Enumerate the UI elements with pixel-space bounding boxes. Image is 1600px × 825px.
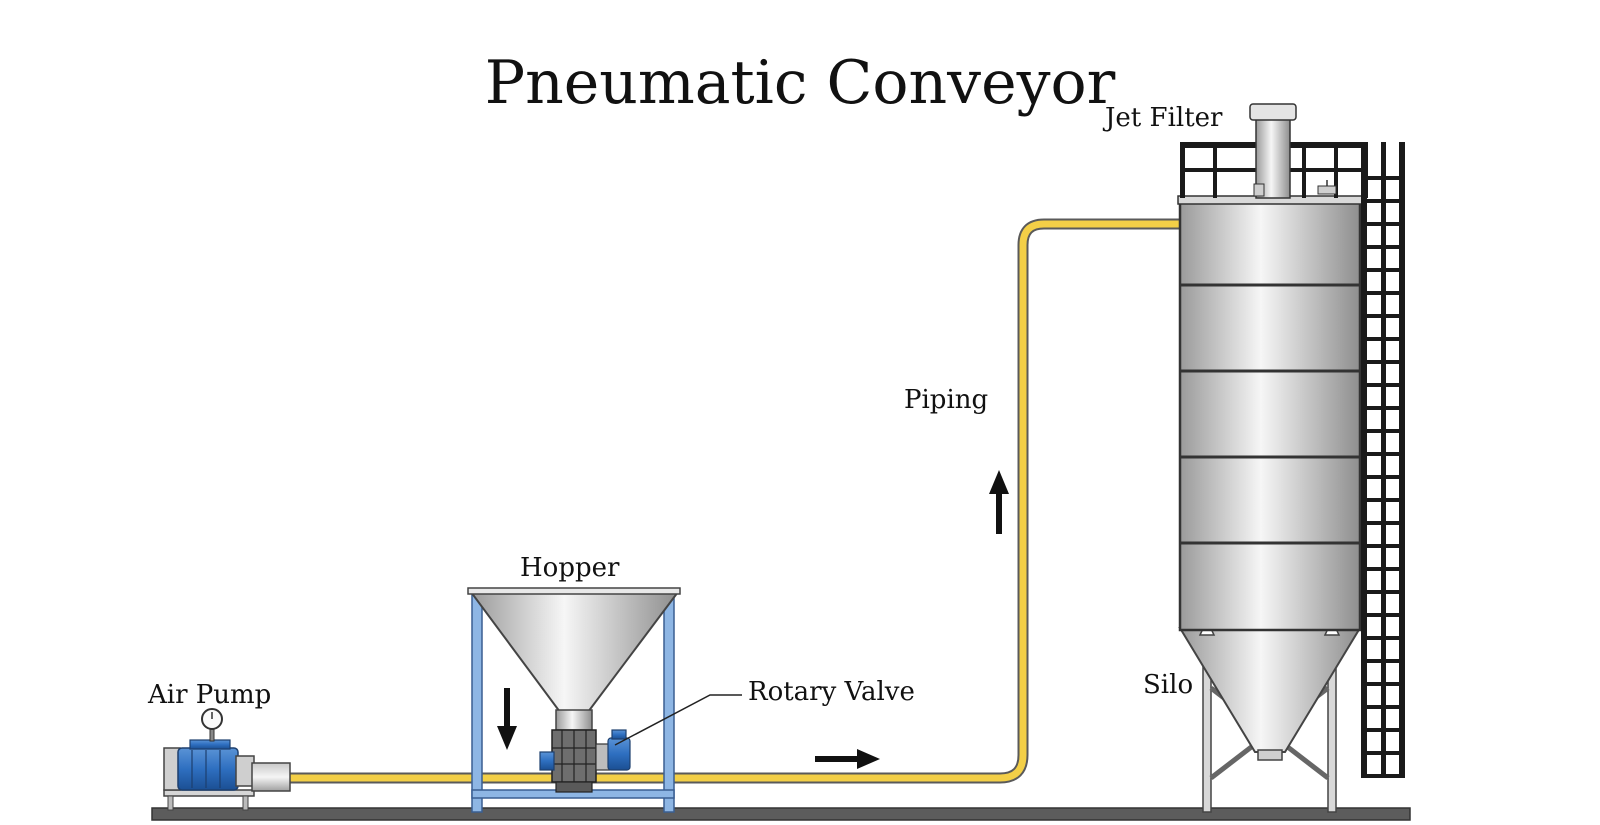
- ladder-rung: [1361, 521, 1405, 525]
- ladder-rung: [1361, 222, 1405, 226]
- ground-base: [151, 807, 1411, 821]
- ladder-rung: [1361, 429, 1405, 433]
- ladder-rung: [1361, 705, 1405, 709]
- ladder-rung: [1361, 751, 1405, 755]
- label-rotary-valve: Rotary Valve: [748, 677, 915, 707]
- ladder-rung: [1361, 383, 1405, 387]
- rotary-valve-leader-line: [614, 694, 742, 746]
- silo: [1177, 103, 1368, 813]
- ladder-rung: [1361, 728, 1405, 732]
- ladder-rung: [1361, 475, 1405, 479]
- ladder-rung: [1361, 291, 1405, 295]
- ladder-rung: [1361, 590, 1405, 594]
- ladder-rung: [1361, 636, 1405, 640]
- label-air-pump: Air Pump: [147, 680, 271, 710]
- diagram-title: Pneumatic Conveyor: [485, 48, 1116, 118]
- ladder-rung: [1361, 682, 1405, 686]
- ladder-rung: [1361, 774, 1405, 778]
- ladder-rung: [1361, 176, 1405, 180]
- ladder-rung: [1361, 406, 1405, 410]
- ladder-rung: [1361, 452, 1405, 456]
- ladder-rung: [1361, 268, 1405, 272]
- ladder-rung: [1361, 245, 1405, 249]
- label-silo: Silo: [1143, 670, 1193, 700]
- air-pump: [163, 708, 291, 811]
- flow-arrow-up-icon: [989, 470, 1009, 534]
- ladder-rung: [1361, 199, 1405, 203]
- ladder-rung: [1361, 613, 1405, 617]
- ladder-rung: [1361, 314, 1405, 318]
- ladder-rung: [1361, 544, 1405, 548]
- flow-arrow-right-icon: [815, 749, 880, 769]
- ladder-rung: [1361, 360, 1405, 364]
- ladder-rung: [1361, 567, 1405, 571]
- ladder-rung: [1361, 659, 1405, 663]
- ladder-rung: [1361, 337, 1405, 341]
- flow-arrow-down-icon: [497, 688, 517, 750]
- label-hopper: Hopper: [520, 553, 620, 583]
- rotary-valve: [539, 729, 631, 793]
- ladder-rung: [1361, 498, 1405, 502]
- label-piping: Piping: [904, 385, 988, 415]
- silo-ladder: [1361, 142, 1405, 778]
- label-jet-filter: Jet Filter: [1102, 103, 1223, 133]
- piping: [288, 218, 1180, 784]
